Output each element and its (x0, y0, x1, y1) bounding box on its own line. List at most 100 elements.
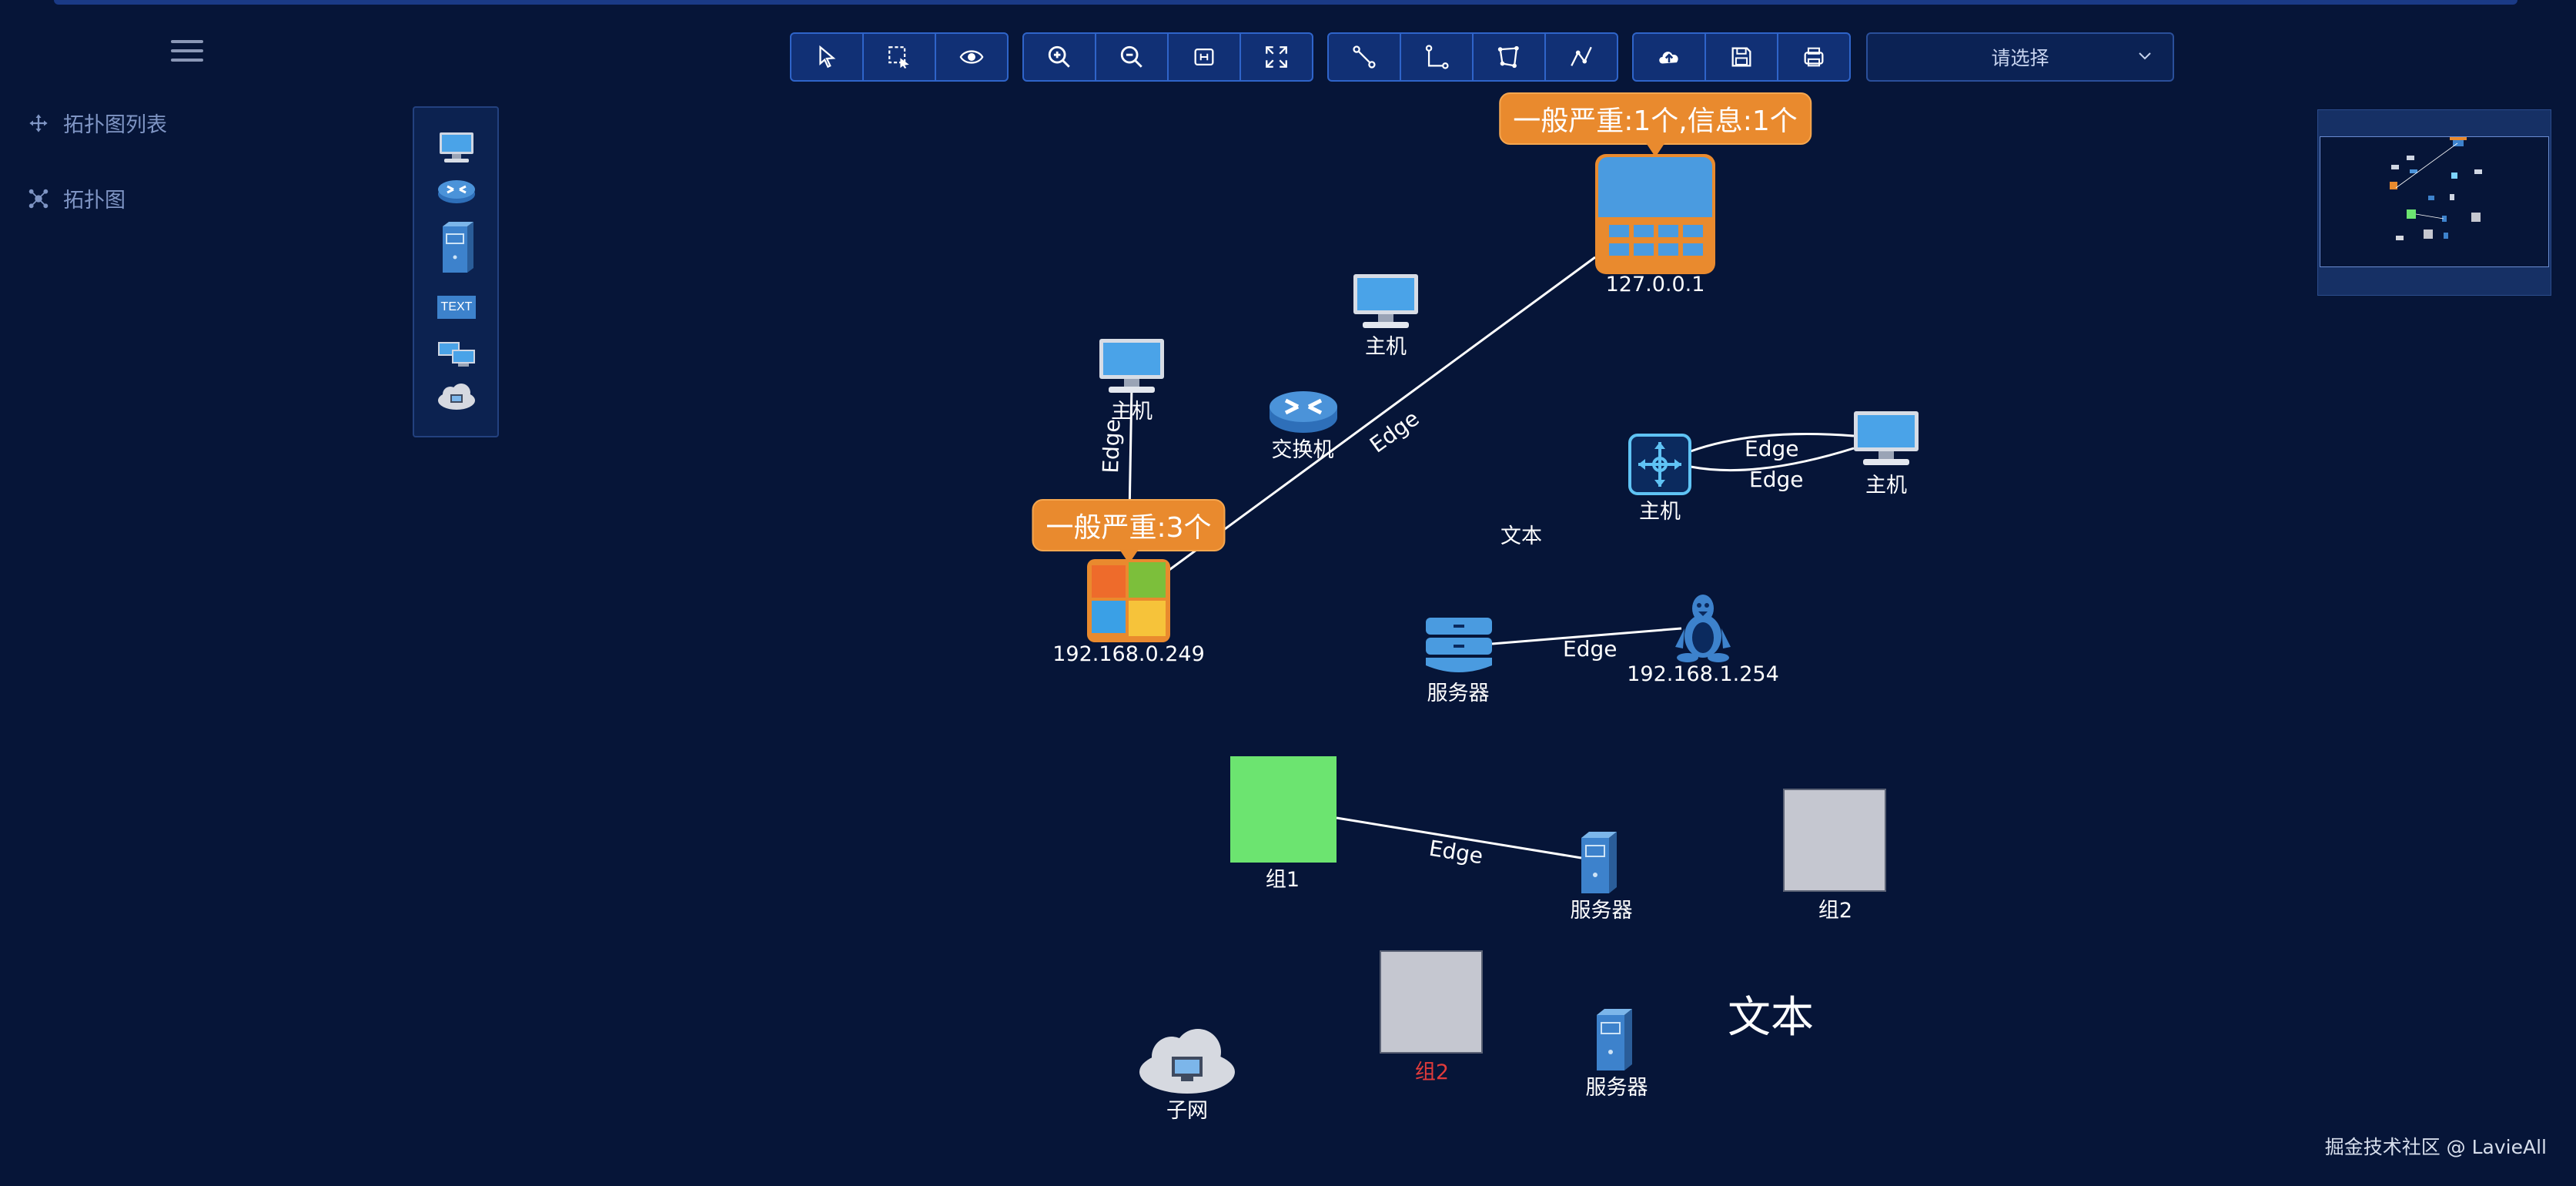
fullscreen-button[interactable] (1241, 34, 1312, 80)
monitor-icon (1854, 411, 1919, 465)
monitor-icon (1353, 274, 1418, 328)
palette-text[interactable]: TEXT (436, 296, 477, 319)
node-label: 127.0.0.1 (1605, 273, 1705, 296)
print-button[interactable] (1778, 34, 1849, 80)
line-button[interactable] (1329, 34, 1401, 80)
windows-icon (1087, 559, 1170, 642)
fit-button[interactable] (1169, 34, 1241, 80)
save-icon (1731, 47, 1751, 67)
node-switch[interactable] (1267, 388, 1340, 439)
node-label: 服务器 (1427, 682, 1490, 705)
palette-host[interactable] (436, 131, 477, 165)
curve-button[interactable] (1546, 34, 1617, 80)
router-icon (438, 180, 475, 203)
multi-monitor-icon (438, 342, 475, 367)
node-label: 组2 (1818, 899, 1853, 923)
sidebar-item-label: 拓扑图列表 (63, 113, 167, 137)
select-area-icon (888, 46, 909, 69)
node-label: 交换机 (1271, 438, 1334, 462)
print-icon (1804, 47, 1824, 67)
zoom-out-icon (1120, 45, 1142, 68)
topology-icon (28, 189, 49, 208)
node-label-error: 组2 (1414, 1060, 1450, 1084)
edge-group1-server[interactable] (1336, 816, 1582, 859)
node-hub[interactable] (1628, 433, 1692, 499)
zoom-in-button[interactable] (1024, 34, 1096, 80)
curve-icon (1571, 46, 1592, 66)
node-linux-host[interactable] (1672, 590, 1734, 665)
node-server-mid[interactable] (1577, 830, 1621, 898)
alarm-tooltip-firewall: 一般严重:1个,信息:1个 (1499, 92, 1812, 157)
hamburger-menu-icon[interactable] (171, 40, 203, 66)
zoom-in-icon (1048, 45, 1070, 68)
storage-icon (1426, 618, 1492, 672)
edge-storage-linux[interactable] (1491, 627, 1682, 645)
line-icon (1353, 45, 1376, 69)
sidebar-item-topology-list[interactable]: 拓扑图列表 (28, 108, 167, 138)
edge-windows-firewall[interactable] (1166, 256, 1596, 573)
palette-switch[interactable] (436, 176, 477, 206)
node-group-2-bottom[interactable] (1380, 950, 1483, 1054)
footer-watermark: 掘金技术社区 @ LavieAll (2324, 1136, 2547, 1158)
edge-label: Edge (1563, 636, 1618, 662)
node-subnet[interactable] (1138, 1026, 1236, 1100)
toolbar-group-file (1632, 32, 1851, 82)
upload-button[interactable] (1634, 34, 1706, 80)
node-label: 192.168.1.254 (1627, 662, 1779, 686)
node-group-1[interactable] (1230, 756, 1337, 863)
node-host-top[interactable] (1350, 273, 1421, 336)
palette-subnet[interactable] (436, 382, 477, 413)
toolbar-group-select (790, 32, 1009, 82)
node-label: 组1 (1265, 868, 1300, 892)
save-button[interactable] (1706, 34, 1778, 80)
select-placeholder: 请选择 (1991, 47, 2049, 69)
minimap-preview (2390, 137, 2482, 240)
sidebar-item-label: 拓扑图 (63, 189, 125, 213)
group-fill (1783, 789, 1886, 892)
node-palette: TEXT (413, 106, 499, 437)
zoom-out-button[interactable] (1096, 34, 1169, 80)
sidebar-item-topology[interactable]: 拓扑图 (28, 183, 125, 213)
cloud-icon (438, 384, 475, 410)
topology-select[interactable]: 请选择 (1866, 32, 2174, 82)
node-text[interactable]: 文本 (1500, 524, 1542, 548)
move-icon (29, 113, 48, 132)
node-text-large[interactable]: 文本 (1728, 993, 1814, 1043)
node-storage-server[interactable] (1424, 616, 1494, 679)
toolbar-group-zoom (1022, 32, 1313, 82)
edge-hub-host-upper[interactable] (1690, 433, 1855, 453)
node-group-2-right[interactable] (1783, 789, 1886, 892)
preview-button[interactable] (936, 34, 1007, 80)
node-label: 服务器 (1570, 899, 1633, 923)
node-label: 主机 (1639, 500, 1681, 524)
polyline-icon (1425, 45, 1449, 69)
polyline-button[interactable] (1401, 34, 1474, 80)
node-firewall[interactable] (1594, 152, 1717, 279)
chevron-down-icon (2139, 52, 2151, 60)
pointer-button[interactable] (791, 34, 864, 80)
node-label: 192.168.0.249 (1052, 642, 1205, 666)
monitor-icon (1099, 339, 1164, 393)
node-server-bottom[interactable] (1592, 1007, 1637, 1075)
cloud-icon (1139, 1029, 1235, 1094)
node-host-left[interactable] (1096, 337, 1167, 400)
edge-hub-host-lower[interactable] (1690, 447, 1855, 472)
hub-icon (1628, 434, 1691, 495)
top-header-bar (54, 0, 2517, 5)
edge-label: Edge (1749, 467, 1804, 492)
node-windows-host[interactable] (1087, 559, 1170, 645)
select-area-button[interactable] (864, 34, 936, 80)
firewall-icon (1595, 154, 1715, 274)
node-label: 子网 (1166, 1099, 1208, 1123)
minimap-viewport[interactable] (2320, 136, 2549, 267)
palette-group[interactable] (436, 339, 477, 370)
palette-server[interactable] (436, 219, 477, 274)
router-icon (1270, 391, 1337, 433)
polygon-icon (1497, 45, 1519, 69)
linux-penguin-icon (1675, 595, 1731, 662)
minimap[interactable] (2317, 109, 2551, 296)
group-fill (1230, 756, 1337, 863)
polygon-button[interactable] (1474, 34, 1546, 80)
node-host-right[interactable] (1851, 410, 1922, 473)
